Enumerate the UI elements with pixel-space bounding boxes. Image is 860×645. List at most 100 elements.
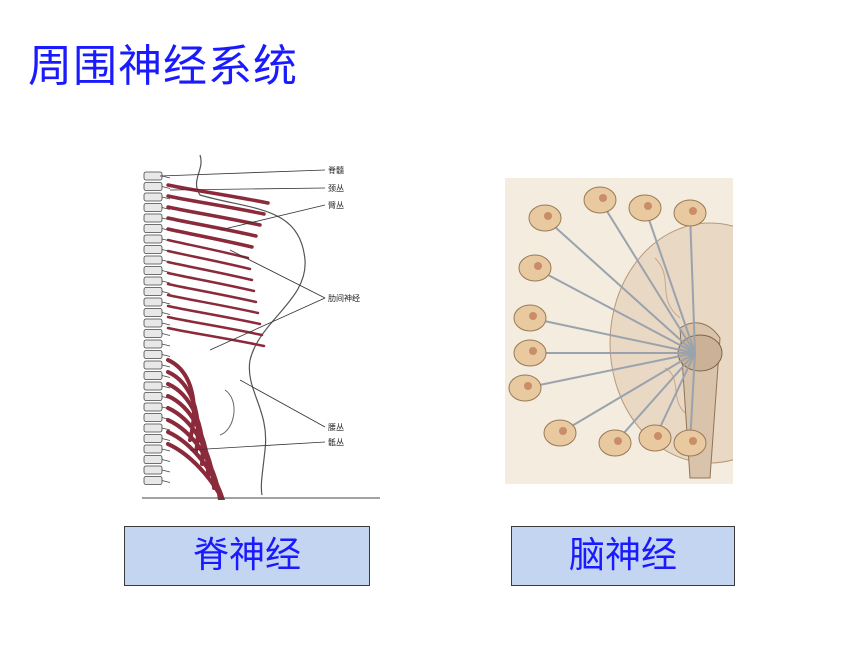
nerve-branch <box>166 183 270 205</box>
vertebra-process <box>161 291 171 294</box>
vertebra <box>143 255 163 265</box>
label-spinal-cord: 脊髓 <box>328 165 344 175</box>
vertebra-process <box>161 469 171 473</box>
vertebra <box>143 402 163 412</box>
nerve-branch <box>166 282 258 304</box>
label-lumbar-plexus: 腰丛 <box>328 422 344 432</box>
vertebra-process <box>161 438 171 441</box>
vertebra <box>143 381 163 391</box>
vertebra-process <box>161 448 171 452</box>
organ-detail <box>524 382 532 390</box>
nerve-branch <box>166 238 250 260</box>
nerve-branch <box>166 216 258 238</box>
nerve-branch <box>166 249 252 271</box>
organ-detail <box>534 262 542 270</box>
vertebra <box>143 371 163 380</box>
label-sacral-plexus: 骶丛 <box>328 437 344 447</box>
cranial-nerves-caption: 脑神经 <box>511 526 735 586</box>
organ-detail <box>559 427 567 435</box>
vertebra-process <box>161 322 171 326</box>
organ-detail <box>544 212 552 220</box>
vertebra <box>143 350 163 359</box>
vertebra-process <box>161 375 171 378</box>
vertebra-process <box>161 385 171 389</box>
vertebra-process <box>161 343 171 347</box>
organ-detail <box>614 437 622 445</box>
vertebra <box>143 224 163 233</box>
nerve-branch <box>166 194 266 216</box>
vertebra <box>143 308 163 317</box>
vertebra-process <box>161 333 171 336</box>
nerve-branch <box>166 227 254 249</box>
vertebra-process <box>161 459 171 462</box>
lower-nerve-branch <box>166 370 200 454</box>
vertebra <box>143 455 163 464</box>
vertebra-process <box>161 427 171 431</box>
vertebra-process <box>161 312 171 315</box>
cranial-nerve-ray <box>534 267 696 354</box>
cranial-nerve-ray <box>654 352 696 439</box>
spinal-nerves-caption: 脊神经 <box>124 526 370 586</box>
vertebra <box>143 476 163 485</box>
vertebra <box>143 423 163 433</box>
vertebra <box>143 434 163 443</box>
vertebra <box>143 339 163 349</box>
vertebra <box>143 245 163 254</box>
vertebra <box>143 203 163 212</box>
organ-detail <box>644 202 652 210</box>
slide-title: 周围神经系统 <box>28 41 298 92</box>
vertebra <box>143 444 163 454</box>
label-cervical-plexus: 颈丛 <box>328 183 344 193</box>
vertebra-process <box>161 280 171 284</box>
nerve-branch <box>166 315 264 337</box>
vertebra-process <box>161 207 171 210</box>
organ-detail <box>689 207 697 215</box>
cranial-nerve-ray <box>524 352 696 389</box>
cranial-nerve-ray <box>529 317 696 354</box>
label-intercostal-nerves: 肋间神经 <box>328 293 360 303</box>
vertebra-process <box>161 364 171 368</box>
spinal-nerve-illustration: 脊髓 颈丛 臂丛 肋间神经 腰丛 骶丛 <box>130 150 385 526</box>
vertebra-process <box>161 175 171 179</box>
vertebra <box>143 213 163 223</box>
vertebra <box>143 276 163 286</box>
vertebra <box>143 318 163 328</box>
vertebra <box>143 297 163 307</box>
organ-detail <box>529 347 537 355</box>
label-brachial-plexus: 臂丛 <box>328 200 344 210</box>
organ-detail <box>599 194 607 202</box>
cranial-nerve-ray <box>644 207 696 354</box>
cranial-nerve-ray <box>559 352 696 434</box>
nerve-branch <box>166 293 260 315</box>
nerve-branch <box>166 205 262 227</box>
cranial-nerve-illustration <box>505 178 811 484</box>
organ-detail <box>529 312 537 320</box>
organ-detail <box>689 437 697 445</box>
vertebra-process <box>161 354 171 357</box>
vertebra <box>143 413 163 422</box>
cranial-nerve-ray <box>689 212 696 354</box>
vertebra <box>143 192 163 202</box>
vertebra-process <box>161 480 171 483</box>
cranial-nerve-ray <box>689 352 696 444</box>
lower-nerve-branch <box>166 442 234 526</box>
vertebra <box>143 465 163 475</box>
nerve-branch <box>166 260 254 282</box>
vertebra <box>143 360 163 370</box>
nerve-branch <box>166 326 266 348</box>
cranial-nerve-ray <box>599 199 696 354</box>
vertebra-process <box>161 301 171 305</box>
cranial-nerve-ray <box>614 352 696 444</box>
nerve-branch <box>166 271 256 293</box>
vertebra <box>143 392 163 401</box>
vertebra <box>143 234 163 244</box>
vertebra <box>143 266 163 275</box>
vertebra-process <box>161 186 171 189</box>
nerve-branch <box>166 304 262 326</box>
vertebra <box>143 287 163 296</box>
vertebra-process <box>161 196 171 200</box>
organ-detail <box>654 432 662 440</box>
vertebra <box>143 329 163 338</box>
cranial-nerve-ray <box>544 217 696 354</box>
vertebra <box>143 171 163 181</box>
